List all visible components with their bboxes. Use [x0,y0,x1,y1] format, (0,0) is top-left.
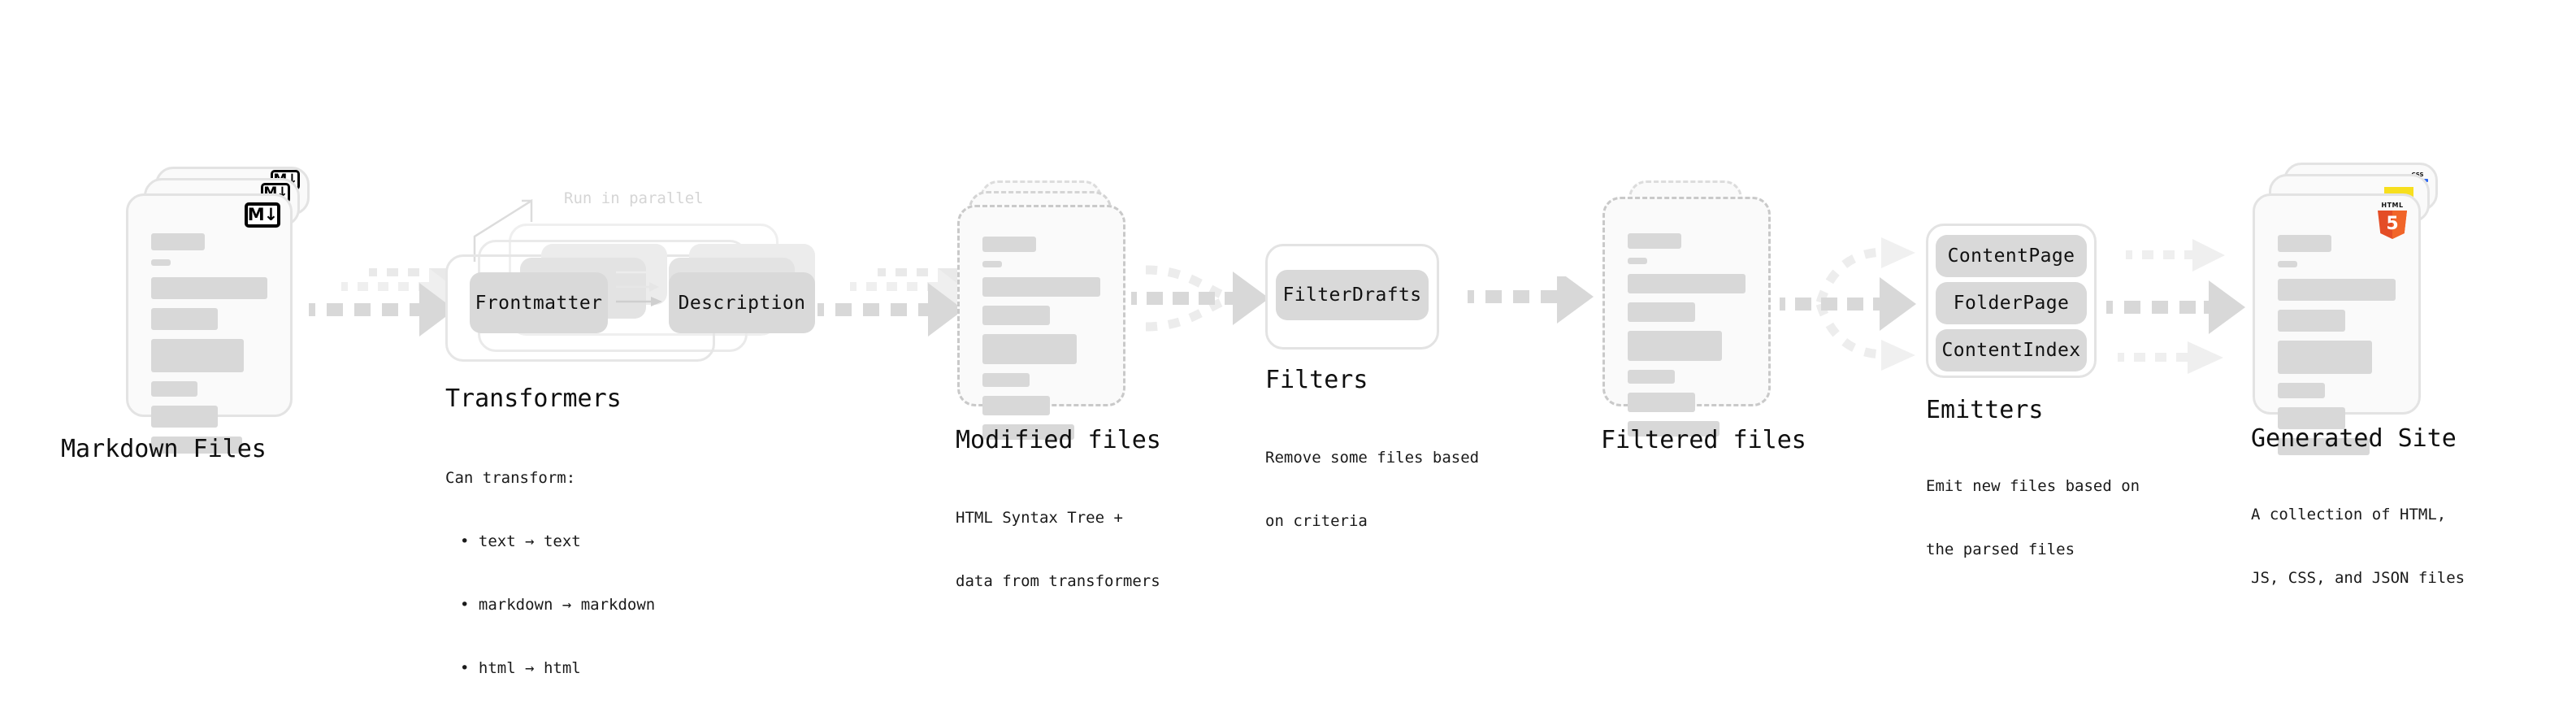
markdown-card-stack: M↓ M↓ M↓ [126,167,313,454]
filtered-card-content [1605,199,1768,437]
connector-emitters-to-site [2106,239,2245,374]
modified-files-subtitle: HTML Syntax Tree + data from transformer… [956,465,1160,634]
generated-site-subtitle-1: JS, CSS, and JSON files [2251,569,2465,587]
transformers-subtitle-heading: Can transform: [445,469,576,487]
modified-card-front [957,205,1125,440]
filters-chip-filterdrafts[interactable]: FilterDrafts [1276,270,1429,320]
connector-modified-to-filters [1131,265,1269,332]
connector-md-to-transformers [309,268,447,337]
connector-filters-to-filtered [1468,276,1594,324]
filtered-card-front [1602,197,1771,437]
site-card-content [2255,196,2418,455]
emitters-chip-contentpage[interactable]: ContentPage [1936,235,2087,277]
emitters-subtitle-0: Emit new files based on [1926,477,2140,495]
modified-files-subtitle-1: data from transformers [956,572,1160,590]
emitters-subtitle: Emit new files based on the parsed files [1926,433,2140,602]
markdown-card-content [128,196,290,454]
transformer-chip-frontmatter[interactable]: Frontmatter [470,272,608,333]
stage-markdown-files: M↓ M↓ M↓ Markdown Files [61,167,313,463]
markdown-card-front [126,193,293,454]
transformer-chip-description[interactable]: Description [669,272,815,333]
emitters-chip-folderpage[interactable]: FolderPage [1936,282,2087,324]
generated-site-subtitle-0: A collection of HTML, [2251,506,2447,523]
transformers-subtitle: Can transform: • text → text • markdown … [445,425,655,721]
label-modified-files: Modified files [956,426,1161,454]
filters-subtitle: Remove some files based on criteria [1265,405,1479,574]
modified-card-stack [957,180,1132,440]
label-markdown-files: Markdown Files [61,435,267,463]
modified-files-subtitle-0: HTML Syntax Tree + [956,509,1123,527]
pipeline-diagram: M↓ M↓ M↓ Markdown Files [61,163,2465,677]
label-transformers: Transformers [445,384,622,413]
emitters-subtitle-1: the parsed files [1926,541,2075,558]
filters-subtitle-0: Remove some files based [1265,449,1480,467]
transformers-bullet-0: • text → text [460,532,581,550]
connector-filtered-to-emitters [1780,237,1916,371]
html5-badge-number: 5 [2386,214,2399,234]
transformer-inner-arrows [616,267,662,306]
modified-card-content [960,207,1123,440]
stage-generated-site: CSS HTML [2251,163,2465,587]
connector-transformers-to-modified [817,268,960,337]
transformers-bullet-2: • html → html [460,659,581,677]
label-generated-site: Generated Site [2251,424,2457,453]
filters-subtitle-1: on criteria [1265,512,1368,530]
label-filters: Filters [1265,366,1368,394]
label-filtered-files: Filtered files [1601,426,1806,454]
stage-modified-files: Modified files HTML Syntax Tree + data f… [956,180,1161,590]
transformers-bullet-1: • markdown → markdown [460,596,656,614]
parallel-bracket-icon [473,198,533,262]
emitters-chip-contentindex[interactable]: ContentIndex [1936,329,2087,371]
filtered-card-stack [1602,180,1777,437]
label-emitters: Emitters [1926,396,2044,424]
markdown-badge-front: M↓ [245,202,280,228]
stage-filtered-files: Filtered files [1601,180,1806,454]
html5-badge-caption: HTML [2381,202,2404,209]
html5-badge-icon: HTML 5 [2376,202,2409,239]
site-card-stack: CSS HTML [2253,163,2439,455]
label-run-in-parallel: Run in parallel [564,189,704,207]
generated-site-subtitle: A collection of HTML, JS, CSS, and JSON … [2251,462,2465,631]
